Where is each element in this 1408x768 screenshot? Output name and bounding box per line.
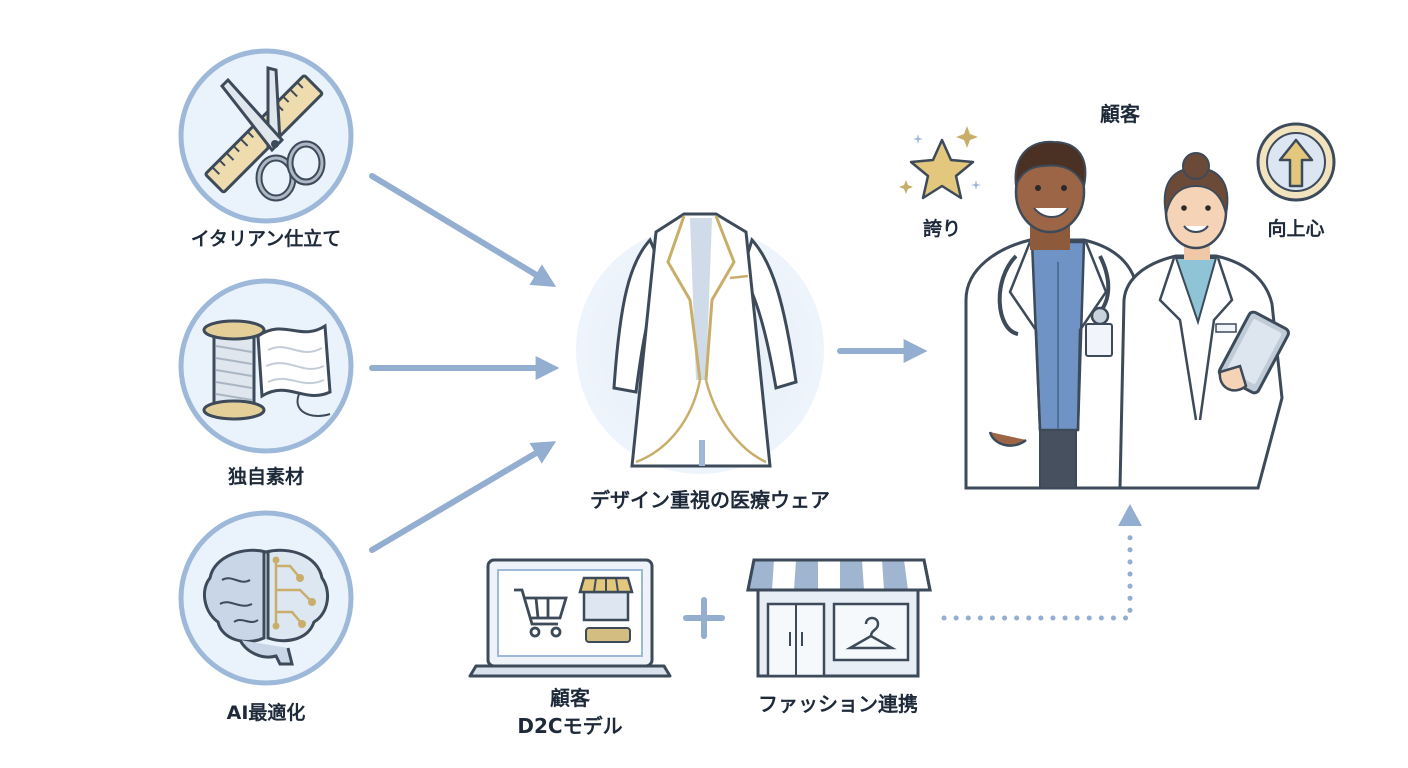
storefront-icon	[746, 558, 932, 678]
material-icon	[178, 278, 354, 454]
label-fashion-collab: ファッション連携	[758, 692, 918, 716]
tailoring-icon	[178, 48, 354, 224]
dotted-arrow-head	[1118, 504, 1142, 526]
label-d2c-line1: 顧客	[550, 686, 590, 710]
plus-icon	[683, 597, 725, 639]
lab-coat-icon	[576, 212, 824, 474]
ai-brain-icon	[178, 510, 354, 686]
male-doctor	[964, 140, 1140, 490]
hanger-icon	[845, 616, 897, 650]
female-doctor	[1118, 152, 1290, 490]
input-arrows	[369, 173, 928, 553]
label-original-material: 独自素材	[227, 466, 304, 488]
label-pride: 誇り	[922, 218, 961, 240]
shopping-cart-icon	[514, 588, 568, 638]
fashion-link-dotted-arrow	[941, 533, 1133, 621]
laptop-d2c-icon	[468, 558, 672, 678]
label-italian-tailoring: イタリアン仕立て	[190, 228, 342, 250]
label-d2c-line2: D2Cモデル	[517, 714, 623, 738]
customer-scene	[899, 122, 1336, 490]
mini-shop-icon	[578, 576, 634, 643]
label-ai-optimization: AI最適化	[226, 702, 306, 724]
label-design-medical-wear: デザイン重視の医療ウェア	[590, 488, 830, 512]
star-icon	[899, 126, 981, 200]
label-aspiration: 向上心	[1267, 218, 1325, 240]
growth-arrow-icon	[1256, 122, 1336, 202]
label-customer-title: 顧客	[1100, 102, 1140, 126]
